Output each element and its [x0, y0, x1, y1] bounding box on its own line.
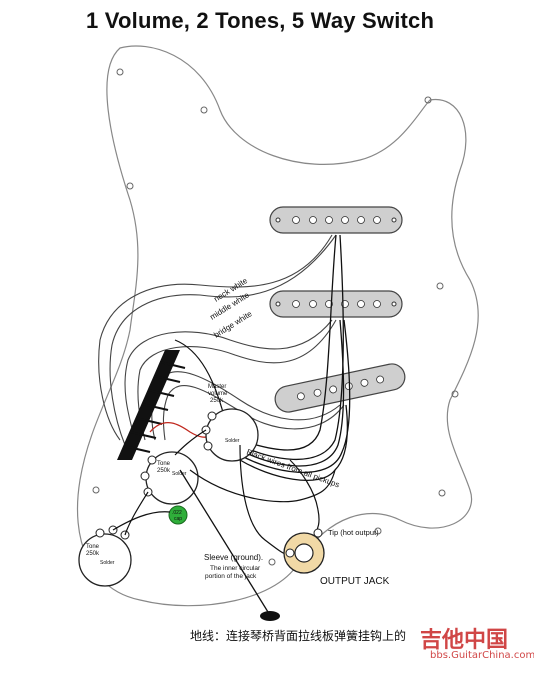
master-volume-pot — [201, 408, 259, 462]
solder-label-tone-middle: Solder — [172, 471, 187, 477]
watermark-brand: 吉他中国 — [420, 628, 509, 653]
tone-pot-low — [78, 525, 132, 587]
sleeve-description-2: portion of the jack — [205, 573, 257, 580]
solder-label-volume: Solder — [225, 438, 240, 444]
cap-value-label: .022 — [172, 510, 182, 516]
screw-holes — [92, 68, 459, 574]
pickguard-outline — [76, 45, 479, 607]
five-way-switch — [117, 350, 186, 460]
diagram-title: 1 Volume, 2 Tones, 5 Way Switch — [86, 8, 435, 33]
solder-label-tone-low: Solder — [100, 560, 115, 566]
switch-to-volume-wire — [174, 339, 226, 421]
ground-wire — [179, 469, 269, 613]
capacitor — [168, 505, 188, 525]
output-jack — [283, 528, 325, 574]
tone-middle-label: Tone — [157, 461, 171, 467]
tone-low-label: Tone — [86, 544, 100, 550]
master-volume-label: Master — [208, 384, 226, 390]
sleeve-description-1: The inner circular — [210, 565, 261, 572]
tone-middle-value: 250k — [157, 468, 171, 474]
tone-low-value: 250k — [86, 551, 100, 557]
tip-label: Tip (hot output) — [328, 528, 379, 537]
tone-pot-middle — [140, 451, 199, 505]
ground-note: 地线：连接琴桥背面拉线板弹簧挂钩上的 — [190, 629, 407, 643]
middle-pickup — [269, 290, 403, 318]
sleeve-label: Sleeve (ground). — [204, 553, 263, 562]
neck-pickup — [269, 206, 403, 234]
master-volume-label-2: volume — [208, 391, 228, 397]
watermark-url: bbs.GuitarChina.com — [430, 650, 534, 661]
ground-terminal — [260, 611, 280, 621]
cap-label: cap — [174, 516, 182, 522]
master-volume-label-3: 250k — [210, 398, 224, 404]
output-jack-label: OUTPUT JACK — [320, 576, 390, 587]
